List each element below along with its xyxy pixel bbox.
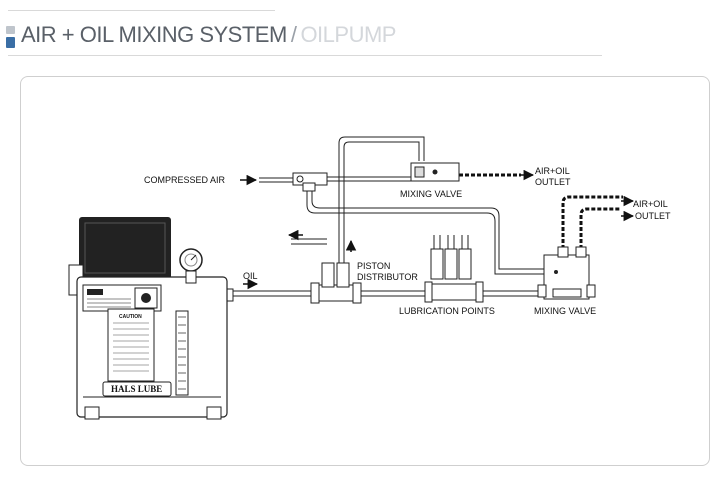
air-tee-fitting bbox=[292, 172, 328, 192]
diagram-panel: COMPRESSED AIR MIXING VALVE AIR+OIL OUTL… bbox=[20, 76, 710, 466]
label-hals-lube: HALS LUBE bbox=[111, 384, 162, 394]
label-mixing-valve-bottom: MIXING VALVE bbox=[534, 306, 596, 316]
piston-distributor bbox=[310, 262, 362, 304]
label-lubrication-points: LUBRICATION POINTS bbox=[399, 306, 495, 316]
label-piston: PISTON bbox=[357, 261, 390, 271]
label-compressed-air: COMPRESSED AIR bbox=[144, 175, 226, 185]
mixing-valve-bottom bbox=[537, 246, 596, 300]
piping bbox=[230, 136, 561, 297]
lubrication-distributor bbox=[424, 235, 484, 303]
label-air-oil-top-1: AIR+OIL bbox=[535, 166, 570, 176]
title-separator: / bbox=[290, 22, 297, 47]
label-air-oil-top-2: OUTLET bbox=[535, 177, 571, 187]
title-main: AIR + OIL MIXING SYSTEM bbox=[21, 22, 287, 47]
title-bullet-icon bbox=[6, 26, 15, 48]
mixing-valve-top bbox=[410, 162, 460, 182]
label-mixing-valve-top: MIXING VALVE bbox=[400, 189, 462, 199]
label-distributor: DISTRIBUTOR bbox=[357, 272, 418, 282]
air-oil-system-diagram: COMPRESSED AIR MIXING VALVE AIR+OIL OUTL… bbox=[68, 136, 671, 420]
oil-pump-unit bbox=[68, 217, 234, 420]
flow-arrows bbox=[240, 169, 635, 290]
label-air-oil-right-2: OUTLET bbox=[635, 211, 671, 221]
title-subtitle: OILPUMP bbox=[300, 22, 396, 47]
page-header: AIR + OIL MIXING SYSTEM/OILPUMP bbox=[6, 20, 396, 50]
top-divider bbox=[8, 10, 275, 11]
label-caution: CAUTION bbox=[119, 314, 142, 320]
label-oil: OIL bbox=[243, 271, 258, 281]
header-divider bbox=[8, 55, 602, 56]
air-oil-outlet-lines bbox=[459, 173, 623, 255]
label-air-oil-right-1: AIR+OIL bbox=[633, 199, 668, 209]
page-title: AIR + OIL MIXING SYSTEM/OILPUMP bbox=[21, 22, 396, 48]
